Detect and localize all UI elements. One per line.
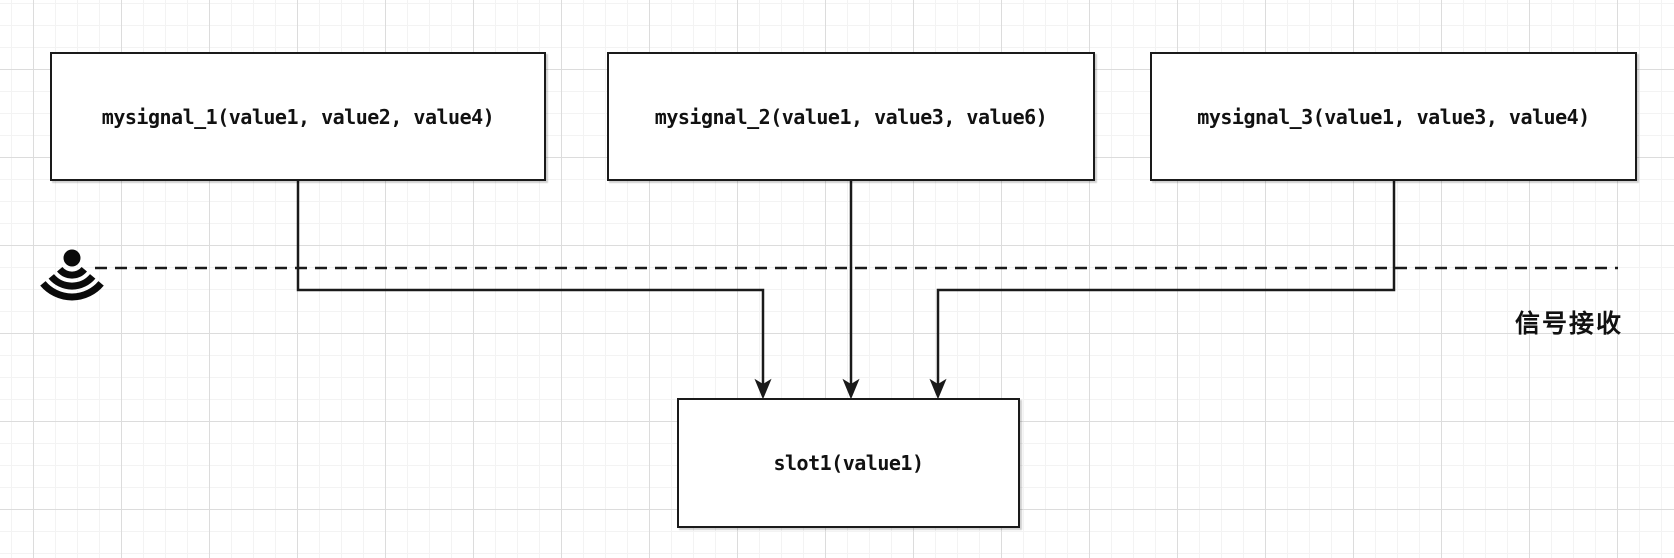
broadcast-icon-arc-middle: [48, 273, 96, 290]
signal-node-mysignal-3: mysignal_3(value1, value3, value4): [1150, 52, 1637, 181]
arrowhead-signal1: [754, 378, 772, 400]
arrowhead-signal2: [842, 378, 860, 400]
signal-node-mysignal-3-label: mysignal_3(value1, value3, value4): [1197, 104, 1590, 129]
arrowhead-signal3: [929, 378, 947, 400]
slot-node-slot1: slot1(value1): [677, 398, 1020, 528]
broadcast-icon-arc-outer: [40, 281, 104, 301]
connector-signal1-to-slot: [296, 181, 765, 385]
broadcast-icon: [40, 249, 104, 301]
broadcast-icon-arc-inner: [57, 266, 87, 279]
signal-node-mysignal-2: mysignal_2(value1, value3, value6): [607, 52, 1095, 181]
slot-node-slot1-label: slot1(value1): [773, 451, 924, 475]
connector-signal3-to-slot: [936, 181, 1396, 385]
signal-node-mysignal-1: mysignal_1(value1, value2, value4): [50, 52, 546, 181]
signal-reception-annotation: 信号接收: [1514, 309, 1623, 338]
signal-node-mysignal-2-label: mysignal_2(value1, value3, value6): [654, 104, 1048, 129]
broadcast-icon-dot: [63, 249, 81, 267]
signal-node-mysignal-1-label: mysignal_1(value1, value2, value4): [101, 104, 495, 129]
